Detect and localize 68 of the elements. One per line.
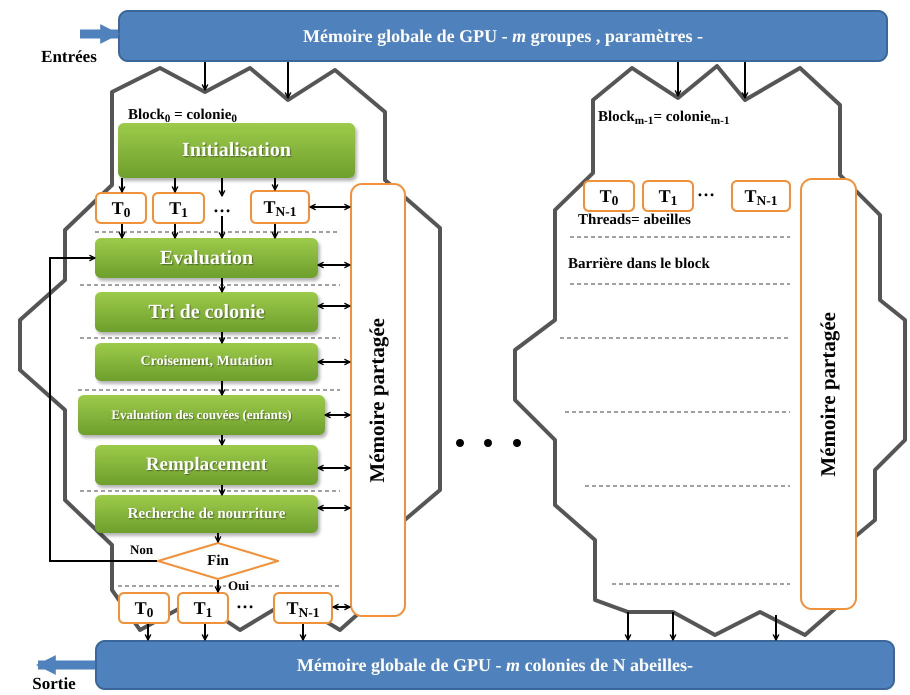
note-label: … [236,592,254,612]
arrow [317,464,351,472]
global-memory-bar: Mémoire globale de GPU - m colonies de N abeilles- [95,640,895,690]
thread-box: T$_{0}$ [95,192,147,224]
arrow [670,612,676,641]
thread-box: T$_{N-1}$ [731,180,791,212]
arrow [317,504,351,512]
arrow [218,178,226,197]
arrow [36,655,95,675]
arrow [317,358,351,366]
arrow [202,62,208,91]
global-memory-bar: Mémoire globale de GPU - m groupes , paramètres - [118,10,888,62]
text-label: Sortie [32,674,76,692]
text-label: Entrées [41,48,97,64]
process-box: Remplacement [95,445,318,485]
arrow [218,381,226,396]
edge-label: Oui [228,578,249,593]
block-heading: Block$_{0}$ = colonie$_{0}$ [128,107,237,123]
arrow [624,612,632,641]
thread-box: T$_{N-1}$ [273,592,333,624]
thread-box: T$_{0}$ [583,180,635,212]
arrow [309,204,351,210]
process-box: Croisement, Mutation [95,343,318,381]
arrow [218,278,226,293]
arrow [218,216,226,239]
arrow [332,604,351,610]
shared-memory-box: Mémoire partagée [800,178,857,610]
shared-memory-box: Mémoire partagée [350,183,406,617]
arrow [144,624,152,641]
arrow [172,178,178,193]
note-label: Barrière dans le block [568,256,710,272]
process-box: Evaluation [95,238,318,278]
arrow [300,624,306,641]
arrow [317,262,351,268]
block-heading: Block$_{m-1}$= colonie$_{m-1}$ [598,109,730,125]
process-box: Initialisation [118,123,355,178]
thread-box: T$_{1}$ [642,180,694,212]
arrow [284,62,292,99]
process-box: Evaluation des couvées (enfants) [78,395,325,435]
note-label: … [697,180,715,200]
arrow [218,485,226,496]
thread-box: T$_{1}$ [152,192,205,224]
edge-label: Non [130,542,154,557]
process-box: Recherche de nourriture [95,495,318,533]
arrow [272,178,278,191]
thread-box: T$_{1}$ [177,592,229,624]
arrow [80,24,120,44]
arrow [118,178,126,193]
arrow [674,62,682,97]
note-label: Threads= abeilles [578,212,691,228]
process-box: Tri de colonie [95,292,318,332]
arrow [218,332,226,344]
arrow [218,435,226,446]
arrow [272,224,278,239]
arrow [49,254,157,562]
arrow [772,615,780,641]
arrow [324,412,351,418]
arrow [202,624,208,641]
thread-box: T$_{0}$ [118,592,170,624]
arrow [172,224,178,239]
decision-label: Fin [207,552,229,569]
arrow [317,302,351,310]
thread-box: T$_{N-1}$ [250,190,310,224]
arrow [214,533,222,543]
arrow [118,224,126,239]
arrow [742,62,748,99]
arrow [214,580,222,593]
text-label: … [213,197,231,215]
